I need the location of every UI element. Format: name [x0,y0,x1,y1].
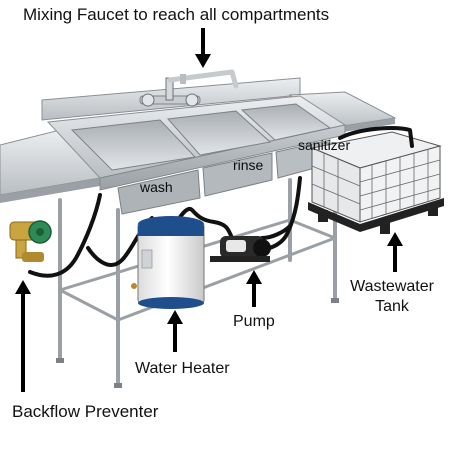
faucet-label: Mixing Faucet to reach all compartments [23,5,330,24]
leg-feet [56,298,339,388]
wastewater-label: Wastewater Tank [332,279,450,315]
sanitizer-label: sanitizer [298,137,351,153]
backflow-arrow [15,280,31,392]
mixing-faucet [139,69,239,107]
sanitizer-basin [240,103,332,141]
water-heater [131,216,205,309]
backflow-label: Backflow Preventer [12,402,159,421]
wastewater-tank [308,131,444,234]
water-heater-arrow [167,310,183,352]
pump [210,236,271,262]
wastewater-label-line2: Tank [375,298,409,315]
backflow-preventer [9,220,52,262]
wastewater-arrow [387,232,403,272]
water-heater-label: Water Heater [135,360,230,377]
pump-label: Pump [233,313,275,330]
wash-basin [70,119,197,171]
rinse-label: rinse [233,157,264,173]
rinse-basin [166,110,272,156]
wastewater-label-line1: Wastewater [350,278,434,295]
faucet-arrow [195,28,211,68]
sink-frame [58,168,337,387]
wash-label: wash [140,179,173,195]
arrows [15,28,403,392]
pump-arrow [246,270,262,307]
